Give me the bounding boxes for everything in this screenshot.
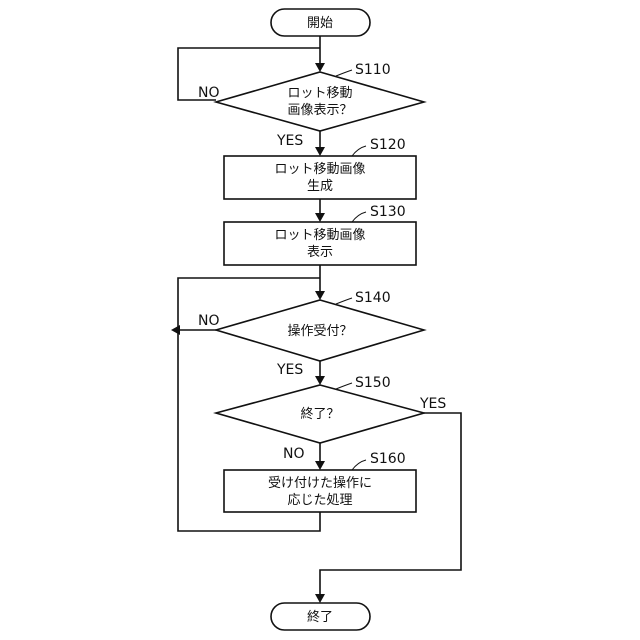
leader-s150 xyxy=(336,383,352,389)
branch-s140-no: NO xyxy=(198,313,220,329)
arrow-s110-s120 xyxy=(315,147,325,156)
end-node: 終了 xyxy=(271,603,370,630)
decision-s110-line2: 画像表示？ xyxy=(287,103,352,118)
step-label-s160: S160 xyxy=(370,451,406,467)
branch-s110-yes: YES xyxy=(276,133,303,149)
step-label-s130: S130 xyxy=(370,204,406,220)
arrow-s150-s160 xyxy=(315,461,325,470)
step-label-s120: S120 xyxy=(370,137,406,153)
process-s120-line2: 生成 xyxy=(307,179,333,194)
leader-s140 xyxy=(336,298,352,304)
process-s130-line2: 表示 xyxy=(307,245,333,260)
start-label: 開始 xyxy=(307,16,333,31)
process-s160-line2: 応じた処理 xyxy=(287,493,352,508)
decision-s140-line1: 操作受付？ xyxy=(287,323,352,339)
decision-s110-line1: ロット移動 xyxy=(287,86,352,101)
decision-s110: ロット移動 画像表示？ S110 xyxy=(216,62,424,131)
step-label-s140: S140 xyxy=(355,290,391,306)
process-s160-line1: 受け付けた操作に xyxy=(268,475,372,491)
start-node: 開始 xyxy=(271,9,370,36)
end-label: 終了 xyxy=(307,609,333,625)
arrow-s120-s130 xyxy=(315,213,325,222)
leader-s160 xyxy=(352,460,366,470)
branch-s140-yes: YES xyxy=(276,362,303,378)
arrow-s140-s150 xyxy=(315,376,325,385)
arrow-s150-end xyxy=(315,594,325,603)
step-label-s150: S150 xyxy=(355,375,391,391)
arrow-start-s110 xyxy=(315,63,325,72)
decision-s110-shape xyxy=(216,72,424,131)
decision-s140: 操作受付？ S140 xyxy=(216,290,424,361)
branch-s150-yes: YES xyxy=(419,396,446,412)
process-s130-line1: ロット移動画像 xyxy=(274,228,365,243)
decision-s150: 終了？ S150 xyxy=(216,375,424,443)
step-label-s110: S110 xyxy=(355,62,391,78)
process-s120-line1: ロット移動画像 xyxy=(274,162,365,177)
arrow-s130-s140 xyxy=(315,291,325,300)
decision-s150-line1: 終了？ xyxy=(300,406,339,422)
leader-s120 xyxy=(352,146,366,156)
leader-s130 xyxy=(352,212,366,222)
branch-s150-no: NO xyxy=(283,446,305,462)
leader-s110 xyxy=(336,70,352,76)
branch-s110-no: NO xyxy=(198,85,220,101)
